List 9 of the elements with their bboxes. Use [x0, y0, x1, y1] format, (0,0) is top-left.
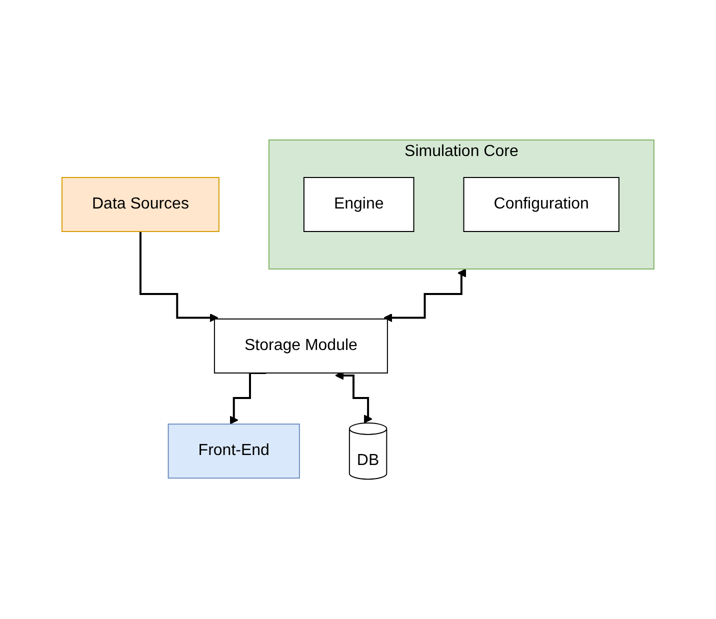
arrow: [334, 370, 372, 424]
node-box: Configuration: [463, 176, 620, 232]
node-box: Storage Module: [214, 318, 388, 374]
arrow: [230, 372, 266, 424]
node-box: Front-End: [168, 424, 300, 478]
arrow: [140, 230, 218, 322]
node-box: Data Sources: [62, 176, 220, 232]
arrow: [384, 268, 466, 322]
node-box: Engine: [303, 176, 414, 232]
